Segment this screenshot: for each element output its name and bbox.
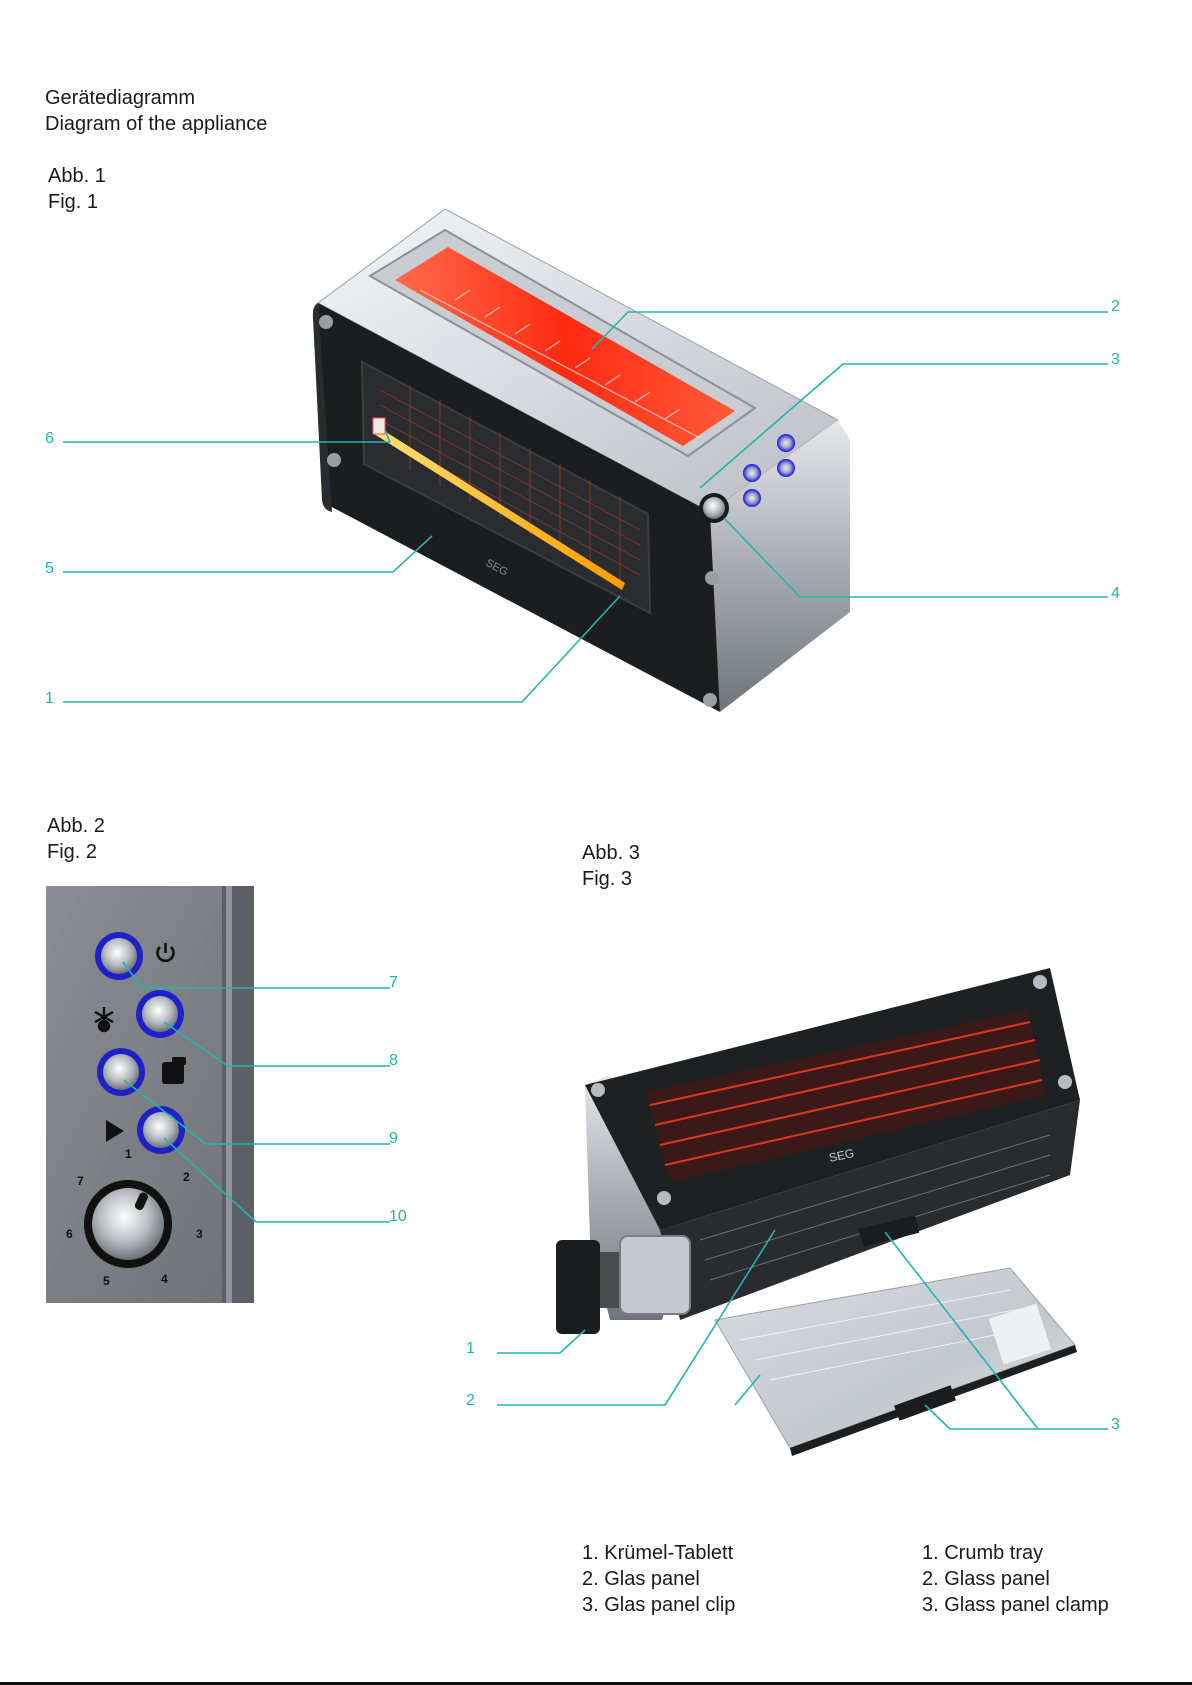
legend-de-item-2: 2. Glas panel bbox=[582, 1566, 700, 1592]
fig3-callout-1: 1 bbox=[466, 1340, 475, 1358]
legend-en-item-1: 1. Crumb tray bbox=[922, 1540, 1043, 1566]
legend-en-item-3: 3. Glass panel clamp bbox=[922, 1592, 1109, 1618]
legend-de-item-3: 3. Glas panel clip bbox=[582, 1592, 735, 1618]
legend-de-item-1: 1. Krümel-Tablett bbox=[582, 1540, 733, 1566]
fig3-callout-3: 3 bbox=[1111, 1416, 1120, 1434]
fig3-callout-2: 2 bbox=[466, 1392, 475, 1410]
legend-en-item-2: 2. Glass panel bbox=[922, 1566, 1050, 1592]
